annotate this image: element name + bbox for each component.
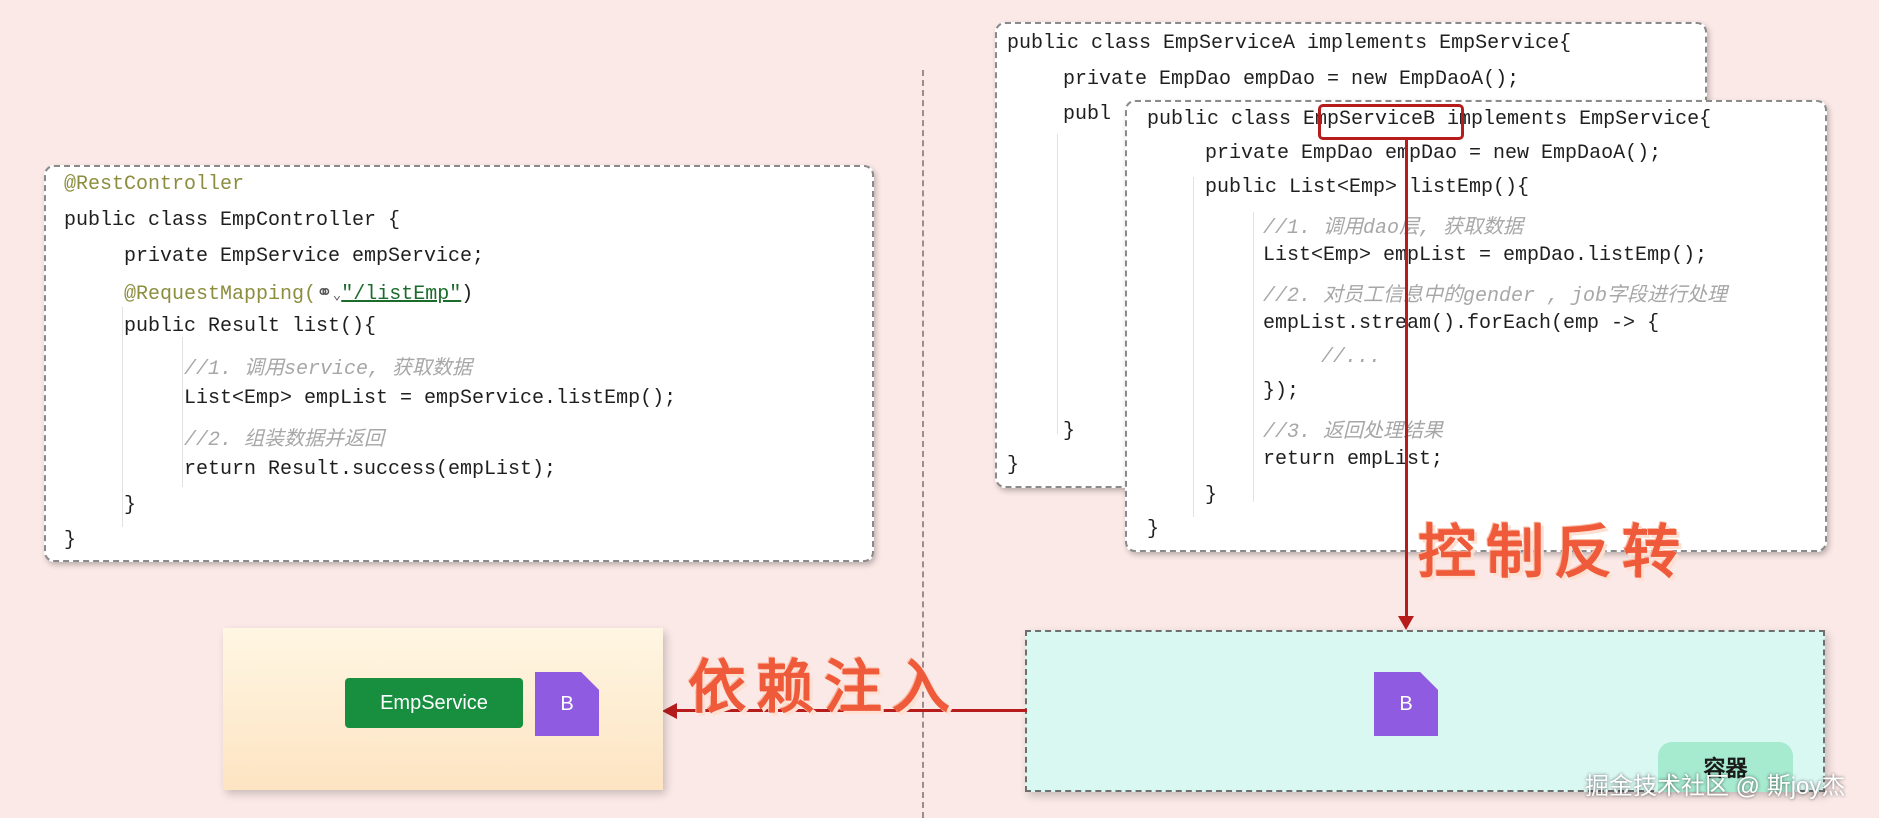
emp-service-tag: EmpService — [345, 678, 523, 728]
code-line: //2. 组装数据并返回 — [184, 429, 385, 452]
code-line: private EmpDao empDao = new EmpDaoA(); — [1205, 142, 1662, 165]
code-line: publ — [1063, 103, 1112, 126]
code-line: private EmpDao empDao = new EmpDaoA(); — [1063, 68, 1520, 91]
section-divider — [922, 70, 924, 818]
code-line: List<Emp> empList = empDao.listEmp(); — [1263, 244, 1708, 267]
code-line: List<Emp> empList = empService.listEmp()… — [184, 387, 677, 410]
bean-icon: B — [1374, 672, 1438, 736]
service-b-code-panel: public class EmpServiceB implements EmpS… — [1125, 100, 1827, 552]
code-line: return empList; — [1263, 448, 1444, 471]
code-line: return Result.success(empList); — [184, 458, 557, 481]
code-line: public Result list(){ — [124, 315, 377, 338]
code-line: public List<Emp> listEmp(){ — [1205, 176, 1530, 199]
code-line: } — [1205, 484, 1218, 507]
code-line: //... — [1321, 346, 1382, 369]
watermark: 掘金技术社区 @ 斯joy杰 — [1585, 773, 1846, 800]
code-line: @RestController — [64, 173, 245, 196]
code-line: } — [1007, 454, 1020, 477]
code-line: //1. 调用service, 获取数据 — [184, 358, 473, 381]
code-line: public class EmpServiceB implements EmpS… — [1147, 108, 1712, 131]
ioc-arrow-head — [1398, 616, 1414, 630]
bean-icon: B — [535, 672, 599, 736]
code-line: }); — [1263, 380, 1300, 403]
class-name-highlight — [1318, 104, 1464, 140]
code-line: } — [124, 494, 137, 517]
code-line: //1. 调用dao层, 获取数据 — [1263, 217, 1524, 240]
globe-icon: ⚭ — [316, 283, 333, 306]
chevron-down-icon: ⌄ — [332, 288, 342, 304]
code-line: } — [1147, 518, 1160, 541]
code-line: //3. 返回处理结果 — [1263, 421, 1444, 444]
di-label: 依赖注入 — [688, 653, 961, 721]
code-line: //2. 对员工信息中的gender , job字段进行处理 — [1263, 285, 1728, 308]
di-arrow — [675, 709, 1027, 712]
code-line: } — [64, 529, 77, 552]
controller-code-panel: @RestController public class EmpControll… — [44, 165, 874, 562]
code-line: public class EmpServiceA implements EmpS… — [1007, 32, 1572, 55]
ioc-arrow — [1405, 140, 1408, 620]
code-line: public class EmpController { — [64, 209, 401, 232]
container-label: 容器 — [1658, 742, 1793, 792]
code-line: @RequestMapping(⚭⌄"/listEmp") — [124, 283, 474, 306]
code-line: } — [1063, 420, 1076, 443]
ioc-label: 控制反转 — [1418, 518, 1691, 586]
code-line: private EmpService empService; — [124, 245, 485, 268]
di-arrow-head — [662, 703, 677, 719]
code-line: empList.stream().forEach(emp -> { — [1263, 312, 1660, 335]
